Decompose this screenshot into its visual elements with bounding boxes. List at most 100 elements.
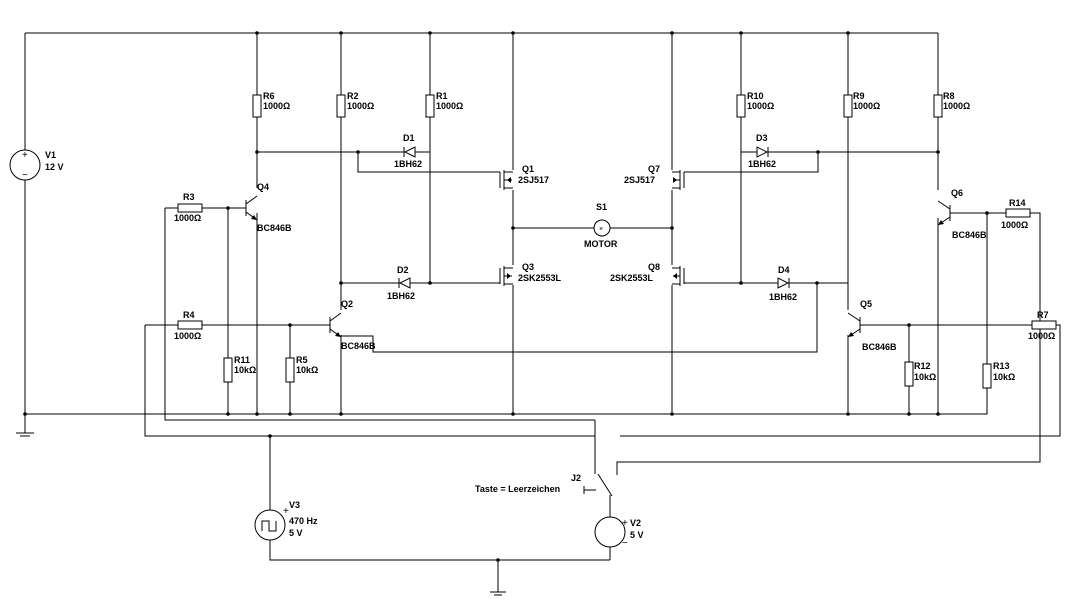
bjt-q4: Q4 BC846B [245,182,292,233]
v3-name: V3 [289,500,300,510]
d2-name: D2 [397,265,409,275]
r13-value: 10kΩ [993,372,1015,382]
motor-label: MOTOR [584,239,618,249]
source-v3: + V3 470 Hz 5 V [254,500,318,541]
r6-value: 1000Ω [263,101,290,111]
mosfet-q8: Q8 2SK2553L [610,262,685,286]
bjt-q5: Q5 BC846B [847,299,897,352]
svg-text:+: + [22,150,28,161]
svg-text:−: − [22,170,28,181]
svg-text:−: − [622,538,628,549]
resistor-r13: R13 10kΩ [982,361,1015,389]
q3-part: 2SK2553L [518,273,562,283]
svg-text:+: + [622,518,628,529]
switch-key-label: Taste = Leerzeichen [475,484,560,494]
r2-name: R2 [347,91,359,101]
r12-name: R12 [914,361,931,371]
r3-name: R3 [183,192,195,202]
q3-name: Q3 [522,262,534,272]
r12-value: 10kΩ [914,372,936,382]
source-v2: + − V2 5 V [594,516,644,549]
mosfet-q1: Q1 2SJ517 [499,164,549,190]
q4-name: Q4 [257,182,269,192]
mosfet-q3: Q3 2SK2553L [499,262,562,286]
r11-value: 10kΩ [234,365,256,375]
d1-part: 1BH62 [394,159,422,169]
diode-d4: D4 1BH62 [769,265,797,302]
r1-value: 1000Ω [436,101,463,111]
q2-part: BC846B [341,341,376,351]
resistor-r12: R12 10kΩ [904,361,936,387]
resistor-r2: R2 1000Ω [336,91,374,118]
svg-text:×: × [599,226,603,233]
v3-value: 5 V [289,528,303,538]
s1-name: S1 [596,202,607,212]
q8-part: 2SK2553L [610,273,654,283]
d4-part: 1BH62 [769,292,797,302]
r14-name: R14 [1009,198,1026,208]
resistor-r9: R9 1000Ω [843,91,880,118]
resistor-r14: R14 1000Ω [1001,198,1031,230]
r5-value: 10kΩ [296,365,318,375]
r7-value: 1000Ω [1028,331,1055,341]
q4-part: BC846B [257,223,292,233]
resistor-r1: R1 1000Ω [425,91,463,118]
resistor-r4: R4 1000Ω [174,310,203,341]
q5-name: Q5 [860,299,872,309]
r4-name: R4 [183,310,195,320]
d2-part: 1BH62 [387,291,415,301]
q5-part: BC846B [862,342,897,352]
r6-name: R6 [263,91,275,101]
q1-name: Q1 [522,164,534,174]
r9-name: R9 [853,91,865,101]
r8-value: 1000Ω [943,101,970,111]
v1-value: 12 V [45,162,64,172]
motor-s1: × S1 MOTOR [584,202,618,249]
mosfet-q7: Q7 2SJ517 [624,164,685,190]
j2-name: J2 [571,473,581,483]
q6-part: BC846B [952,230,987,240]
resistor-r11: R11 10kΩ [223,355,256,383]
bjt-q6: Q6 BC846B [937,188,987,240]
junction-dots [23,31,989,562]
r8-name: R8 [943,91,955,101]
resistor-r5: R5 10kΩ [285,355,318,383]
v1-name: V1 [45,150,56,160]
q7-part: 2SJ517 [624,175,655,185]
svg-text:+: + [283,506,289,517]
r3-value: 1000Ω [174,213,201,223]
bjt-q2: Q2 BC846B [329,299,376,351]
r11-name: R11 [234,355,250,365]
d4-name: D4 [778,265,790,275]
wires [16,32,1061,593]
v2-value: 5 V [630,530,644,540]
r13-name: R13 [993,361,1010,371]
q1-part: 2SJ517 [518,175,549,185]
diode-d2: D2 1BH62 [387,265,415,301]
d3-name: D3 [756,133,768,143]
switch-j2[interactable]: J2 Taste = Leerzeichen [475,473,613,497]
q6-name: Q6 [951,188,963,198]
v2-name: V2 [630,518,641,528]
q8-name: Q8 [648,262,660,272]
r7-name: R7 [1037,310,1049,320]
q7-name: Q7 [648,164,660,174]
diode-d3: D3 1BH62 [748,133,776,169]
v3-freq: 470 Hz [289,516,318,526]
r4-value: 1000Ω [174,331,201,341]
r1-name: R1 [436,91,448,101]
r10-name: R10 [747,91,764,101]
d1-name: D1 [403,133,415,143]
r14-value: 1000Ω [1001,220,1028,230]
source-v1: + − V1 12 V [9,149,64,181]
r2-value: 1000Ω [347,101,374,111]
d3-part: 1BH62 [748,159,776,169]
resistor-r10: R10 1000Ω [736,91,774,118]
r9-value: 1000Ω [853,101,880,111]
resistor-r3: R3 1000Ω [174,192,203,223]
resistor-r8: R8 1000Ω [933,91,970,118]
r10-value: 1000Ω [747,101,774,111]
q2-name: Q2 [341,299,353,309]
